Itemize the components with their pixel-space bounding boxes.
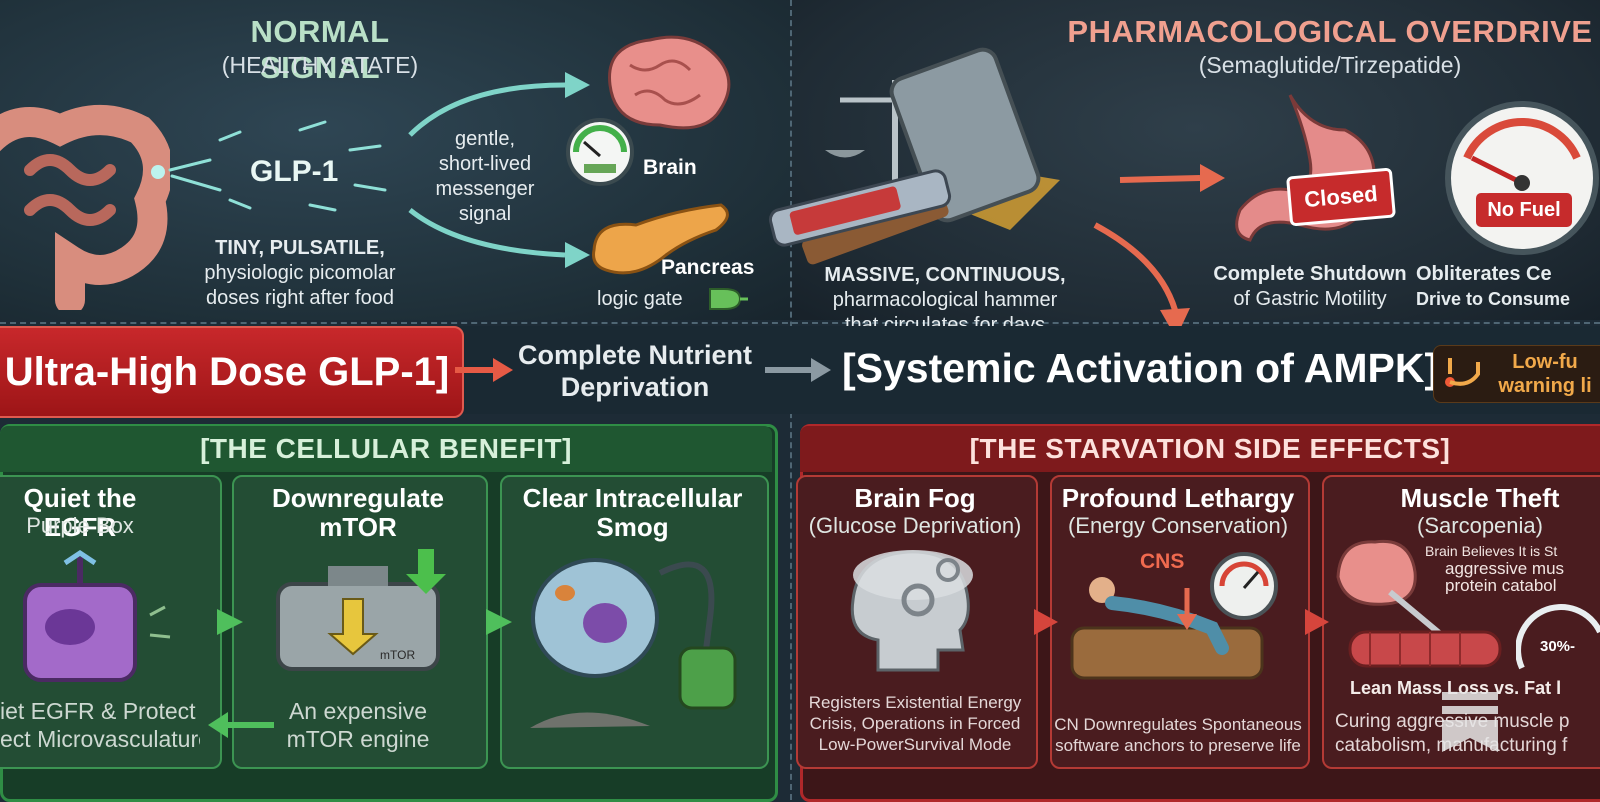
- loss-percent-icon: [1516, 604, 1600, 670]
- no-fuel-gauge-icon: [1445, 101, 1599, 255]
- divider-horizontal: [0, 322, 1600, 324]
- logic-gate-icon: [709, 288, 748, 310]
- overdrive-arrows: [1093, 164, 1225, 338]
- messenger-note: gentle, short-lived messenger signal: [435, 128, 535, 225]
- loss-percent: 30%-: [1540, 638, 1576, 655]
- nutrient-deprivation-label: Complete Nutrient Deprivation: [517, 340, 752, 402]
- muscle-brain-icon: [1336, 539, 1502, 668]
- lethargy-sub: (Energy Conservation): [1067, 513, 1289, 538]
- brain-fog-icon: [850, 550, 973, 672]
- mtor-engine-tag: mTOR: [380, 648, 416, 662]
- brain-label: Brain: [643, 156, 697, 179]
- egfr-card-foot: iet EGFR & Protect ect Microvasculature: [0, 698, 200, 752]
- normal-signal-title: NORMAL SIGNAL: [250, 14, 390, 85]
- muscle-inner-note: Brain Believes It is St aggressive mus p…: [1425, 543, 1565, 594]
- cell-vacuum-icon: [530, 558, 737, 728]
- closed-sign: Closed: [1286, 167, 1396, 227]
- sleeping-person-icon: [1070, 552, 1278, 680]
- red-arrow-1: [1034, 609, 1058, 635]
- pancreas-icon: [592, 203, 729, 275]
- low-fuel-warning: [1433, 345, 1600, 403]
- band-arrow-2: [765, 358, 831, 382]
- normal-signal-subtitle: (HEALTHY STATE): [221, 52, 419, 78]
- brain-fog-title: Brain Fog: [854, 483, 976, 513]
- mtor-card-foot: An expensive mTOR engine: [286, 698, 430, 752]
- low-fuel-text: Low-fu warning li: [1498, 351, 1592, 397]
- mtor-card-title: Downregulate mTOR: [272, 483, 444, 542]
- glp1-label: GLP-1: [250, 155, 339, 188]
- brain-fog-foot: Registers Existential Energy Crisis, Ope…: [808, 693, 1022, 754]
- fuel-note: Obliterates Ce Drive to Consume: [1416, 263, 1571, 309]
- egfr-card-title: Quiet the EGFR: [23, 483, 137, 542]
- intestine-icon: [0, 105, 170, 310]
- ultra-high-dose-box: Ultra-High Dose GLP-1]: [0, 326, 464, 418]
- green-arrow-1: [217, 609, 243, 635]
- mtor-engine-icon: [276, 549, 446, 671]
- green-arrow-back: [208, 712, 274, 738]
- cns-tag: CNS: [1140, 550, 1185, 573]
- band-arrow-1: [455, 358, 513, 382]
- glp1-spray-icon: [151, 120, 387, 212]
- hammer-pen-icon: [768, 47, 1060, 265]
- green-arrow-2: [486, 609, 512, 635]
- overdrive-title: PHARMACOLOGICAL OVERDRIVE: [1067, 14, 1593, 49]
- stack-logo-icon: [1442, 692, 1498, 752]
- brain-icon: [608, 35, 731, 130]
- overdrive-subtitle: (Semaglutide/Tirzepatide): [1198, 52, 1462, 78]
- egfr-card-sub: Purple Box: [26, 513, 134, 538]
- stomach-note: Complete Shutdown of Gastric Motility: [1213, 263, 1407, 310]
- logic-gate-label: logic gate: [597, 288, 683, 310]
- smog-card-title: Clear Intracellular Smog: [522, 483, 743, 542]
- side-effects-heading: [THE STARVATION SIDE EFFECTS]: [800, 426, 1600, 472]
- normal-fuel-gauge-icon: [566, 118, 634, 186]
- egfr-box-icon: [23, 549, 171, 682]
- muscle-theft-title: Muscle Theft: [1400, 483, 1560, 513]
- ampk-activation-label: [Systemic Activation of AMPK]: [842, 345, 1439, 391]
- dose-note: TINY, PULSATILE, physiologic picomolar d…: [204, 237, 396, 309]
- red-arrow-2: [1305, 609, 1329, 635]
- lean-mass-note: Lean Mass Loss vs. Fat l: [1350, 678, 1562, 698]
- pancreas-label: Pancreas: [661, 256, 755, 279]
- muscle-theft-sub: (Sarcopenia): [1417, 513, 1543, 538]
- lethargy-foot: CN Downregulates Spontaneous software an…: [1054, 715, 1302, 755]
- brain-fog-sub: (Glucose Deprivation): [808, 513, 1022, 538]
- cellular-benefit-heading: [THE CELLULAR BENEFIT]: [0, 426, 772, 472]
- lethargy-title: Profound Lethargy: [1061, 483, 1295, 513]
- no-fuel-sign: No Fuel: [1476, 193, 1572, 227]
- fuel-warning-icon: [1445, 358, 1480, 387]
- signal-arrows: [408, 72, 590, 268]
